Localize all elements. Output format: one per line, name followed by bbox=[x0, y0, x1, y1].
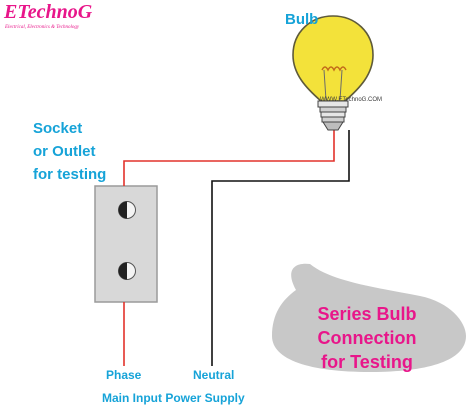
socket-label: Socket or Outlet for testing bbox=[33, 117, 106, 186]
socket-label-line3: for testing bbox=[33, 166, 107, 183]
callout-line3: for Testing bbox=[321, 352, 413, 372]
socket-hole-bottom bbox=[118, 262, 136, 280]
callout-line2: Connection bbox=[317, 328, 417, 348]
neutral-wire bbox=[211, 130, 350, 366]
brand-logo: ETechnoG bbox=[4, 1, 93, 23]
phase-wire-to-bulb bbox=[123, 130, 335, 186]
callout-line1: Series Bulb bbox=[317, 304, 417, 324]
socket-label-line1: Socket bbox=[33, 120, 83, 137]
callout-text: Series Bulb Connection for Testing bbox=[278, 302, 456, 374]
bulb-label: Bulb bbox=[285, 11, 319, 28]
socket-hole-top bbox=[118, 201, 136, 219]
power-supply-label: Main Input Power Supply bbox=[102, 391, 245, 405]
socket-label-line2: or Outlet bbox=[33, 143, 96, 160]
neutral-label: Neutral bbox=[193, 368, 235, 382]
callout-bubble bbox=[272, 263, 466, 372]
watermark: WWW.ETechnoG.COM bbox=[320, 97, 383, 103]
brand-tagline: Electrical, Electronics & Technology bbox=[5, 25, 80, 30]
bulb-icon bbox=[292, 15, 374, 131]
phase-label: Phase bbox=[106, 368, 142, 382]
